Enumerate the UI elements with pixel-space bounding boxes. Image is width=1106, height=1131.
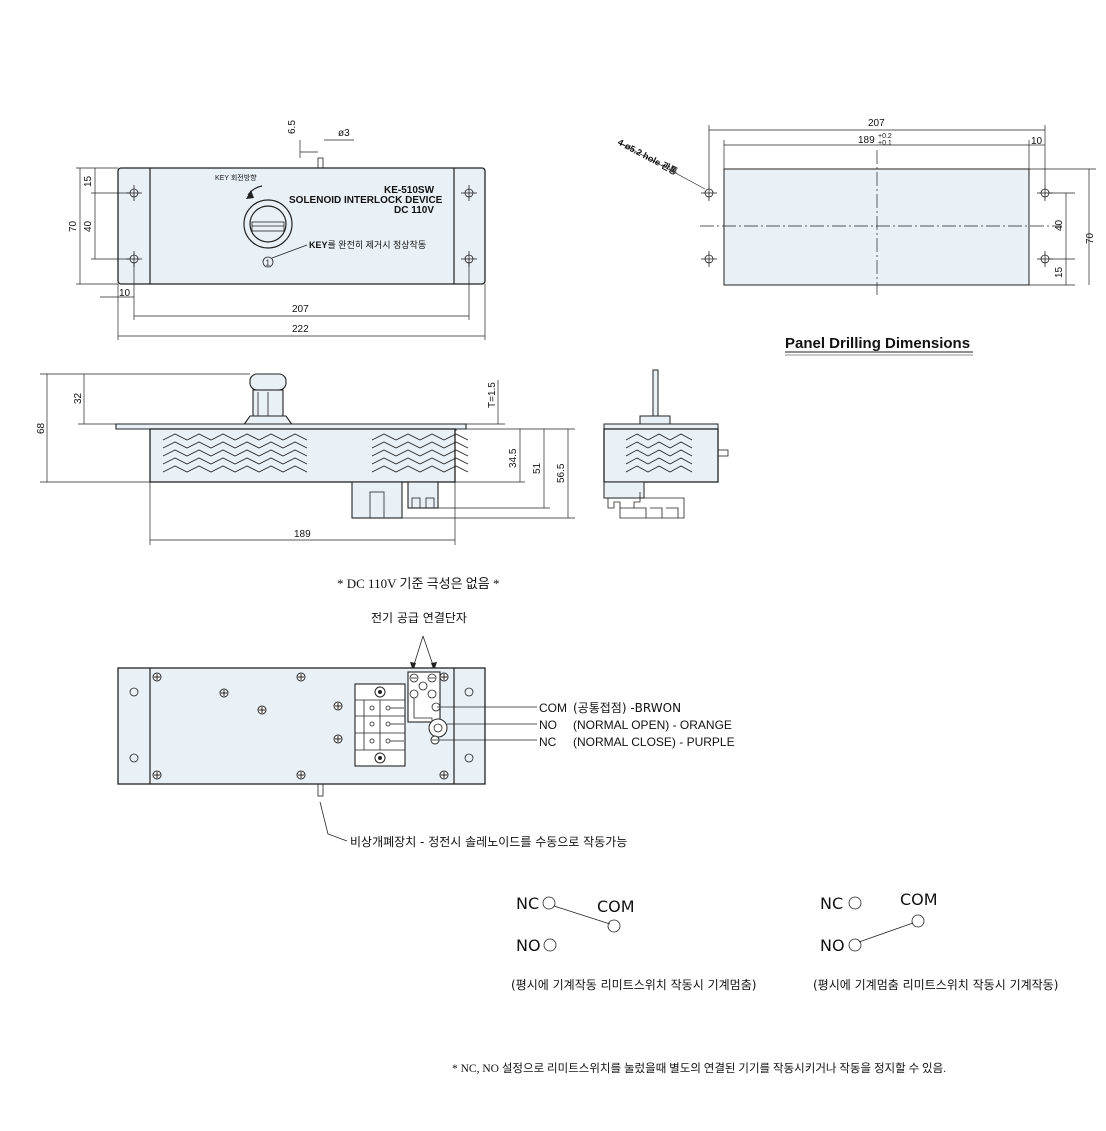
terminal-title: 전기 공급 연결단자 — [371, 611, 467, 625]
svg-text:COM: COM — [900, 890, 938, 909]
svg-text:70: 70 — [68, 220, 79, 232]
switch-diagram-1: NC COM NO (평시에 기계작동 리미트스위치 작동시 기계멈춤) — [511, 894, 756, 992]
side-view: 68 32 T=1.5 34.5 51 56.5 189 — [36, 373, 575, 545]
panel-dimensions: 207 189 +0.2 +0.1 10 40 15 70 — [708, 118, 1096, 286]
emergency-pin — [317, 783, 324, 797]
polarity-note: * DC 110V 기준 극성은 없음 * — [337, 576, 499, 591]
svg-text:34.5: 34.5 — [508, 448, 519, 468]
wiring-section: * DC 110V 기준 극성은 없음 * 전기 공급 연결단자 — [117, 576, 735, 849]
svg-text:222: 222 — [292, 324, 309, 335]
end-view — [603, 369, 729, 519]
top-pin — [317, 157, 324, 169]
svg-text:COM: COM — [539, 701, 567, 715]
rotation-arrow-icon — [247, 185, 263, 196]
key-cylinder — [243, 199, 293, 249]
terminal-block — [351, 481, 403, 519]
emergency-note: 비상개폐장치 - 정전시 솔레노이드를 수동으로 작동가능 — [350, 835, 627, 849]
svg-text:32: 32 — [73, 392, 84, 404]
voltage-label: DC 110V — [394, 205, 434, 216]
svg-text:207: 207 — [292, 304, 309, 315]
screws — [152, 672, 449, 780]
svg-text:40: 40 — [83, 220, 94, 232]
front-plate — [117, 167, 486, 285]
svg-text:NC: NC — [539, 735, 557, 749]
side-dimensions: 68 32 T=1.5 34.5 51 56.5 189 — [36, 373, 575, 545]
svg-text:15: 15 — [1054, 266, 1065, 278]
panel-drilling-title: Panel Drilling Dimensions — [785, 335, 970, 352]
svg-text:70: 70 — [1085, 232, 1096, 244]
svg-text:207: 207 — [868, 118, 885, 129]
svg-text:ø3: ø3 — [338, 128, 350, 139]
model-label: KE-510SW — [384, 185, 435, 196]
svg-text:+0.2: +0.2 — [878, 133, 892, 140]
svg-text:(공통접점) -BRWON: (공통접점) -BRWON — [573, 701, 681, 715]
svg-text:189: 189 — [858, 135, 875, 146]
svg-text:+0.1: +0.1 — [878, 140, 892, 147]
svg-text:NC: NC — [820, 894, 843, 913]
svg-text:NO: NO — [516, 936, 541, 955]
switch-diagram-2: NC COM NO (평시에 기계멈춤 리미트스위치 작동시 기계작동) — [813, 890, 1058, 992]
svg-text:10: 10 — [119, 288, 131, 299]
svg-text:(NORMAL CLOSE) - PURPLE: (NORMAL CLOSE) - PURPLE — [573, 735, 735, 749]
svg-text:15: 15 — [83, 175, 94, 187]
hole-note: 4-ø5.2 hole 관통 — [616, 136, 680, 177]
panel-cutout — [723, 168, 1030, 286]
key-note-marker — [262, 256, 274, 268]
svg-text:(NORMAL OPEN) - ORANGE: (NORMAL OPEN) - ORANGE — [573, 718, 732, 732]
svg-text:NC: NC — [516, 894, 539, 913]
end-housing — [603, 428, 719, 483]
svg-text:NO: NO — [820, 936, 845, 955]
housing-body — [149, 428, 456, 483]
svg-text:6.5: 6.5 — [287, 120, 298, 134]
switch-terminal-block — [354, 671, 448, 767]
svg-text:1: 1 — [266, 259, 271, 268]
footer-note: * NC, NO 설정으로 리미트스위치를 눌렀을때 별도의 연결된 기기를 작… — [452, 1061, 946, 1075]
svg-text:COM: COM — [597, 897, 635, 916]
svg-text:189: 189 — [294, 529, 311, 540]
svg-text:56.5: 56.5 — [556, 463, 567, 483]
svg-text:40: 40 — [1054, 219, 1065, 231]
front-dimensions: 6.5 ø3 70 15 40 10 207 222 — [68, 120, 486, 340]
svg-text:T=1.5: T=1.5 — [487, 382, 498, 408]
vent-slots — [162, 433, 469, 473]
switch-caption-2: (평시에 기계멈춤 리미트스위치 작동시 기계작동) — [813, 978, 1058, 992]
front-view: KEY 회전방향 KE-510SW SOLENOID INTERLOCK DEV… — [68, 120, 486, 340]
device-name-label: SOLENOID INTERLOCK DEVICE — [289, 195, 443, 206]
key-note: KEY를 완전히 제거시 정상작동 — [309, 240, 426, 250]
switch-caption-1: (평시에 기계작동 리미트스위치 작동시 기계멈춤) — [511, 978, 756, 992]
svg-text:10: 10 — [1031, 136, 1043, 147]
svg-text:51: 51 — [532, 462, 543, 474]
key-rotation-label: KEY 회전방향 — [215, 173, 257, 182]
svg-text:NO: NO — [539, 718, 557, 732]
key — [249, 373, 287, 391]
terminal-labels: COM (공통접점) -BRWON NO (NORMAL OPEN) - ORA… — [539, 701, 735, 749]
panel-drilling-view: 4-ø5.2 hole 관통 207 189 +0.2 +0.1 10 40 1… — [616, 118, 1096, 356]
svg-text:68: 68 — [36, 422, 47, 434]
